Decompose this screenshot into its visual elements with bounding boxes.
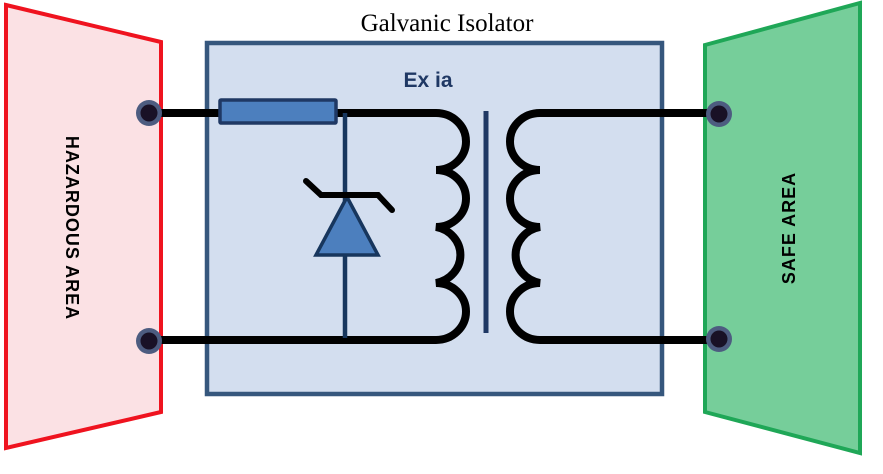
zener-cathode-bar [303,178,395,213]
secondary-circuit-wire [506,109,723,344]
zener-anode-triangle [313,193,381,257]
terminal-center [710,105,728,123]
terminal-center [710,330,728,348]
terminal-hazardous-bottom [136,328,162,354]
protection-marking-label: Ex ia [403,69,452,92]
hazardous-area-label: HAZARDOUS AREA [62,136,82,320]
safe-area-shape [703,0,862,456]
zener-diode-icon [303,113,395,338]
primary-circuit-wire [145,109,470,344]
hazardous-area: HAZARDOUS AREA [3,2,163,451]
terminal-safe-bottom [706,326,732,352]
safe-area: SAFE AREA [703,0,862,456]
hazardous-area-shape [3,2,163,451]
safe-area-label: SAFE AREA [779,172,799,284]
diagram-title: Galvanic Isolator [361,10,535,37]
terminal-hazardous-top [136,100,162,126]
terminal-center [140,332,158,350]
terminal-safe-top [706,101,732,127]
terminal-center [140,104,158,122]
resistor-icon [218,98,338,125]
